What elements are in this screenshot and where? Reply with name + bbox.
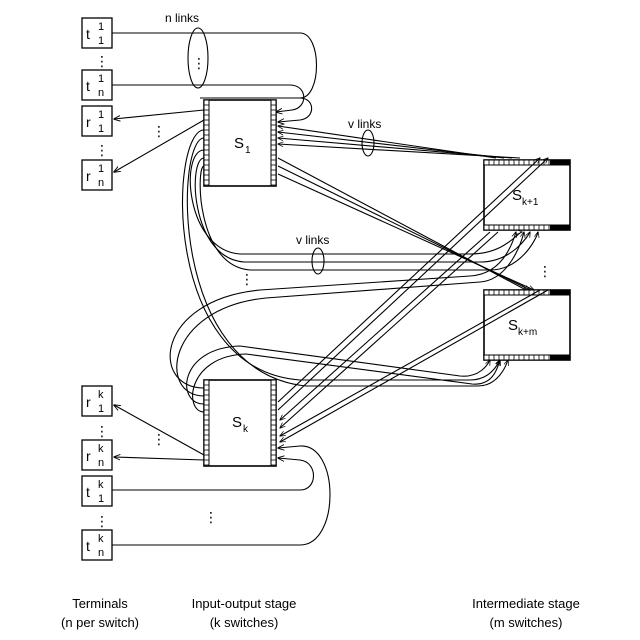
svg-text:r: r [86,448,91,464]
terminal-t-1-n: t 1 n [82,70,112,100]
caption-io-stage-line1: Input-output stage [144,594,344,613]
svg-text:k: k [98,533,104,545]
svg-text:k: k [98,443,104,455]
svg-text:1: 1 [98,163,104,175]
svg-text:⋮: ⋮ [95,53,109,69]
terminal-r-1-n: r 1 n [82,160,112,190]
caption-intermediate-line2: (m switches) [426,613,626,632]
svg-text:1: 1 [245,145,251,156]
svg-text:t: t [86,538,90,554]
svg-text:n: n [98,547,104,559]
svg-text:k: k [98,479,104,491]
stage-ellipsis: ⋮ ⋮ [240,263,552,287]
n-links-ellipsis: ⋮ [192,55,206,71]
terminal-r-1-1: r 1 1 [82,106,112,136]
caption-intermediate: Intermediate stage (m switches) [426,594,626,632]
terminal-r-k-1: r k 1 [82,386,112,416]
switch-skm: S k+m [484,290,570,360]
svg-text:k+m: k+m [518,327,537,338]
svg-text:⋮: ⋮ [95,142,109,158]
svg-text:S: S [232,414,242,431]
caption-io-stage-line2: (k switches) [144,613,344,632]
svg-text:1: 1 [98,35,104,47]
terminal-r-k-n: r k n [82,440,112,470]
svg-text:1: 1 [98,109,104,121]
svg-text:S: S [234,135,244,152]
svg-text:1: 1 [98,493,104,505]
switch-sk: S k [204,380,276,466]
svg-text:t: t [86,26,90,42]
terminal-t-k-n: t k n [82,530,112,560]
svg-text:⋮: ⋮ [95,513,109,529]
caption-io-stage: Input-output stage (k switches) [144,594,344,632]
terminal-t-1-1: t 1 1 [82,18,112,48]
svg-text:n: n [98,87,104,99]
v-links-top-label: v links [348,117,381,131]
v-links-mid-label: v links [296,233,329,247]
svg-text:1: 1 [98,21,104,33]
svg-text:n: n [98,457,104,469]
svg-text:1: 1 [98,403,104,415]
svg-text:t: t [86,484,90,500]
sk-to-sk1 [278,158,548,410]
n-links-label: n links [165,11,199,25]
svg-text:r: r [86,168,91,184]
svg-text:S: S [508,317,518,334]
svg-text:n: n [98,177,104,189]
svg-text:r: r [86,394,91,410]
svg-text:t: t [86,78,90,94]
receiver-ellipsis-bottom: ⋮ [152,431,166,447]
v-links-top [278,126,520,158]
receiver-ellipsis-top: ⋮ [152,123,166,139]
svg-text:1: 1 [98,123,104,135]
svg-text:k: k [98,389,104,401]
svg-text:⋮: ⋮ [95,423,109,439]
svg-text:⋮: ⋮ [538,263,552,279]
svg-text:⋮: ⋮ [240,271,254,287]
terminal-t-k-1: t k 1 [82,476,112,506]
switch-s1: S 1 [204,100,276,186]
sk-inputs-ellipsis: ⋮ [204,509,218,525]
caption-intermediate-line1: Intermediate stage [426,594,626,613]
svg-text:1: 1 [98,73,104,85]
svg-text:k+1: k+1 [522,197,539,208]
svg-text:r: r [86,114,91,130]
